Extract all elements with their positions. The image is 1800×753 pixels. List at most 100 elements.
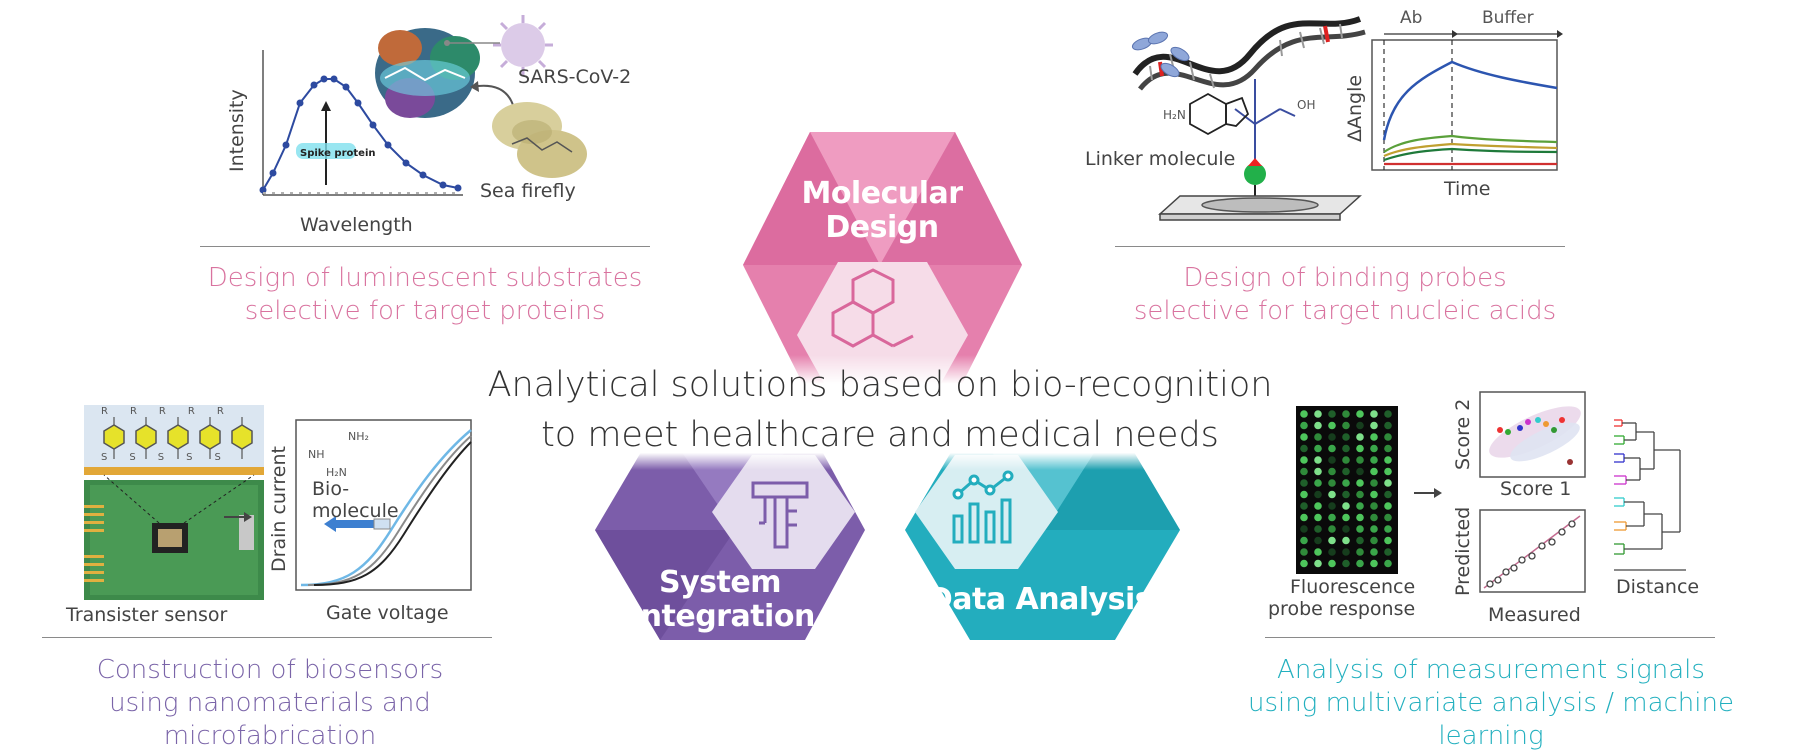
array-spot	[1342, 536, 1350, 545]
array-spot	[1328, 433, 1336, 441]
array-spot	[1384, 525, 1392, 533]
r-label-4: R	[187, 406, 217, 417]
array-spot	[1328, 479, 1336, 487]
array-spot	[1328, 548, 1336, 556]
array-spot	[1342, 410, 1350, 418]
array-spot	[1300, 456, 1308, 464]
array-spot	[1370, 433, 1378, 441]
r-group-labels: RRRRR	[101, 406, 246, 417]
array-spot	[1328, 502, 1336, 510]
array-spot	[1300, 502, 1308, 510]
array-spot	[1384, 433, 1392, 441]
score-1-axis-label: Score 1	[1500, 478, 1572, 500]
array-spot	[1356, 456, 1364, 464]
sea-firefly-illustration	[492, 102, 587, 178]
luminescent-caption-line1: Design of luminescent substrates	[207, 263, 643, 293]
array-spot	[1328, 467, 1336, 476]
distance-axis-label: Distance	[1616, 576, 1700, 598]
s-label-5: S	[214, 452, 243, 463]
array-spot	[1314, 433, 1322, 441]
array-spot	[1300, 410, 1308, 418]
array-spot	[1300, 513, 1308, 522]
s-label-1: S	[101, 452, 130, 463]
dna-probe-illustration	[1131, 16, 1366, 221]
binding-caption-line1: Design of binding probes	[1183, 263, 1507, 293]
array-spot	[1370, 502, 1378, 510]
oh-label: OH	[1297, 98, 1316, 112]
nh2-label: H₂N	[1163, 108, 1186, 122]
gate-voltage-axis-label: Gate voltage	[326, 602, 449, 624]
array-spot	[1300, 559, 1308, 568]
spike-protein-structure	[375, 28, 480, 118]
time-axis-label: Time	[1444, 178, 1491, 200]
array-spot	[1314, 502, 1322, 510]
array-spot	[1356, 421, 1364, 430]
array-spot	[1328, 536, 1336, 545]
array-spot	[1300, 479, 1308, 487]
transistor-sensor-label: Transister sensor	[66, 604, 228, 626]
transistor-sensor-chip	[84, 405, 264, 600]
array-spot	[1342, 479, 1350, 487]
luminescence-spectrum-plot	[259, 50, 463, 196]
array-spot	[1356, 548, 1364, 556]
array-spot	[1300, 433, 1308, 441]
array-spot	[1314, 548, 1322, 556]
prediction-plot	[1479, 509, 1586, 593]
array-spot	[1342, 559, 1350, 568]
array-spot	[1356, 410, 1364, 418]
caliper-icon	[751, 481, 809, 549]
transfer-curve-plot	[295, 419, 472, 591]
phase-ab-label: Ab	[1400, 8, 1423, 28]
array-spot	[1384, 467, 1392, 476]
array-spot	[1342, 513, 1350, 522]
s-label-4: S	[186, 452, 215, 463]
array-spot	[1342, 467, 1350, 476]
biosensor-caption-line1: Construction of biosensors	[96, 655, 444, 685]
array-spot	[1384, 479, 1392, 487]
phase-buffer-label: Buffer	[1482, 8, 1534, 28]
arrow-right-icon	[224, 512, 252, 522]
delta-angle-axis-label: ΔAngle	[1344, 74, 1366, 142]
nh-chem-label: NH	[308, 448, 325, 461]
sea-firefly-label: Sea firefly	[480, 180, 576, 202]
array-spot	[1342, 456, 1350, 464]
array-spot	[1300, 548, 1308, 556]
bottom-right-divider	[1265, 637, 1715, 638]
luminescent-caption-line2: selective for target proteins	[244, 296, 606, 326]
phase-arrows	[1384, 30, 1563, 38]
r-label-1: R	[101, 406, 130, 417]
array-spot	[1314, 444, 1322, 453]
sars-cov-2-label: SARS-CoV-2	[518, 66, 632, 88]
array-spot	[1370, 456, 1378, 464]
array-spot	[1384, 410, 1392, 418]
array-spot	[1370, 525, 1378, 533]
intensity-axis-label: Intensity	[226, 89, 248, 172]
r-label-3: R	[158, 406, 188, 417]
spike-protein-label: Spike protein	[300, 148, 376, 159]
array-spot	[1342, 502, 1350, 510]
array-spot	[1300, 444, 1308, 453]
system-integration-title: System Integration	[630, 565, 815, 634]
array-spot	[1342, 490, 1350, 499]
array-spot	[1328, 410, 1336, 418]
headline-line1: Analytical solutions based on bio-recogn…	[487, 365, 1273, 405]
biomolecule-label-line1: Bio-	[312, 478, 350, 500]
biomolecule-label-line2: molecule	[312, 500, 399, 522]
array-spot	[1384, 536, 1392, 545]
array-spot	[1314, 525, 1322, 533]
array-spot	[1370, 410, 1378, 418]
analysis-caption: Analysis of measurement signals using mu…	[1196, 654, 1786, 753]
biosensor-caption-line2: using nanomaterials and microfabrication	[109, 688, 431, 751]
array-spot	[1300, 421, 1308, 430]
array-spot	[1314, 479, 1322, 487]
biosensor-caption: Construction of biosensors using nanomat…	[0, 654, 540, 753]
headline-line2: to meet healthcare and medical needs	[541, 415, 1219, 455]
virus-icon	[493, 15, 553, 75]
pointer-line	[444, 40, 500, 46]
fluorescence-label-line2: probe response	[1268, 598, 1416, 620]
array-spot	[1370, 479, 1378, 487]
array-spot	[1384, 456, 1392, 464]
system-title-line1: System	[659, 565, 781, 600]
array-spot	[1370, 513, 1378, 522]
array-spot	[1356, 502, 1364, 510]
